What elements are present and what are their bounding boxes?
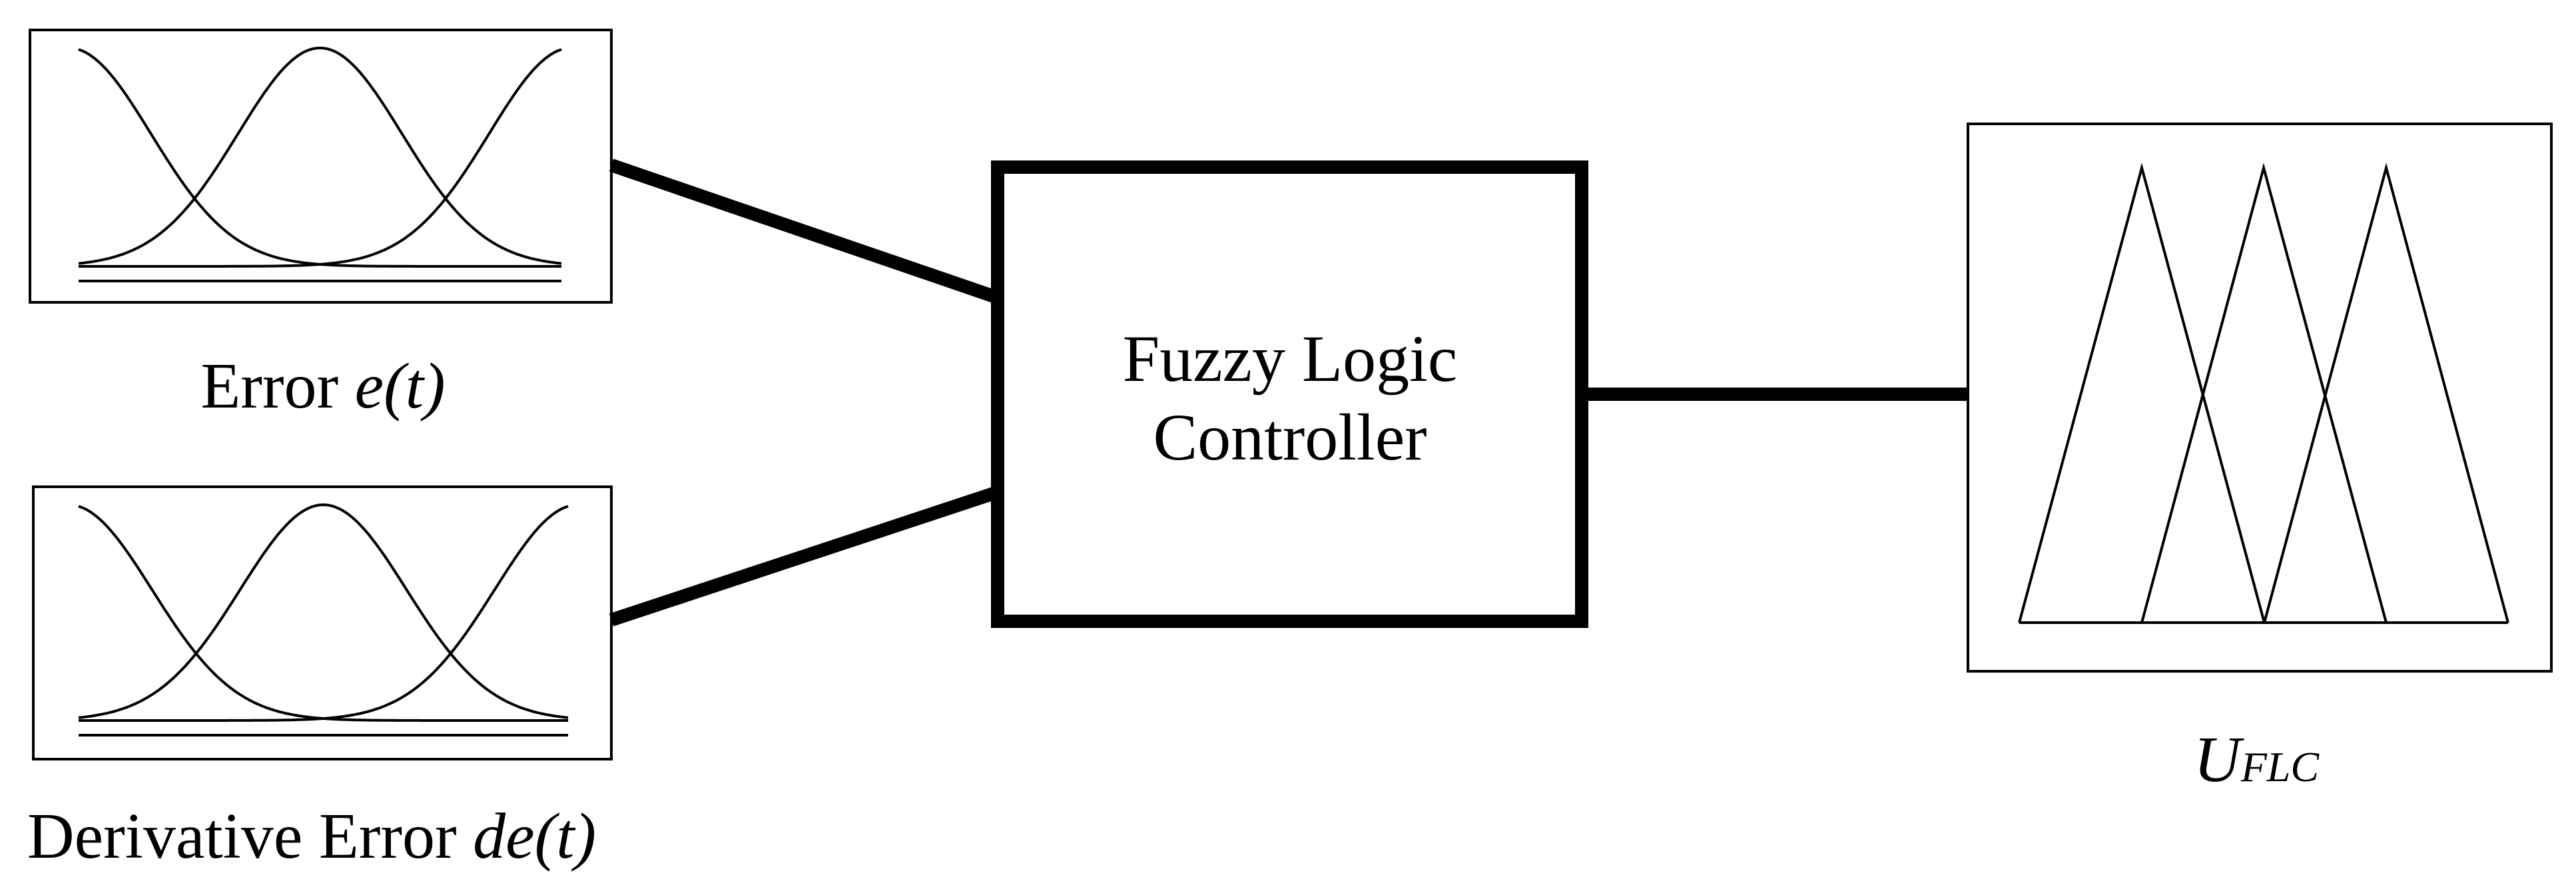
derivative-error-label: Derivative Error de(t) bbox=[27, 800, 596, 872]
output-mf-triangle-3 bbox=[2263, 162, 2509, 623]
error-mf-panel-frame bbox=[29, 29, 613, 304]
derivative-error-mf-panel-frame bbox=[32, 485, 613, 760]
derivative-error-mf-curve-center bbox=[78, 503, 569, 719]
derivative-error-mf-curve-left bbox=[78, 505, 568, 722]
derivative-error-mf-curves bbox=[78, 503, 569, 737]
controller-label-line2: Controller bbox=[1153, 400, 1427, 474]
controller-box bbox=[991, 160, 1588, 628]
error-mf-curve-right bbox=[79, 48, 562, 268]
error-to-controller-line bbox=[609, 158, 1000, 304]
error-mf-curve-left bbox=[78, 48, 561, 268]
output-label: UFLC bbox=[2194, 724, 2320, 796]
derivative-error-to-controller-line bbox=[609, 485, 1000, 627]
error-mf-curve-center bbox=[78, 46, 562, 265]
output-mf-triangle-2 bbox=[2140, 162, 2388, 623]
derivative-error-mf-curve-right bbox=[79, 505, 569, 722]
output-mf-panel bbox=[1967, 123, 2553, 673]
controller-label-line1: Fuzzy Logic bbox=[1123, 322, 1458, 396]
output-mf-panel-frame bbox=[1967, 123, 2553, 673]
error-mf-curve-left bbox=[79, 103, 240, 266]
output-mf-triangle-1 bbox=[2018, 162, 2266, 623]
derivative-error-mf-panel bbox=[32, 485, 613, 760]
error-mf-curves bbox=[78, 46, 562, 282]
error-mf-panel bbox=[29, 29, 613, 304]
error-label: Error e(t) bbox=[200, 350, 445, 422]
fuzzy-logic-controller-block: Fuzzy Logic Controller bbox=[991, 160, 1588, 628]
